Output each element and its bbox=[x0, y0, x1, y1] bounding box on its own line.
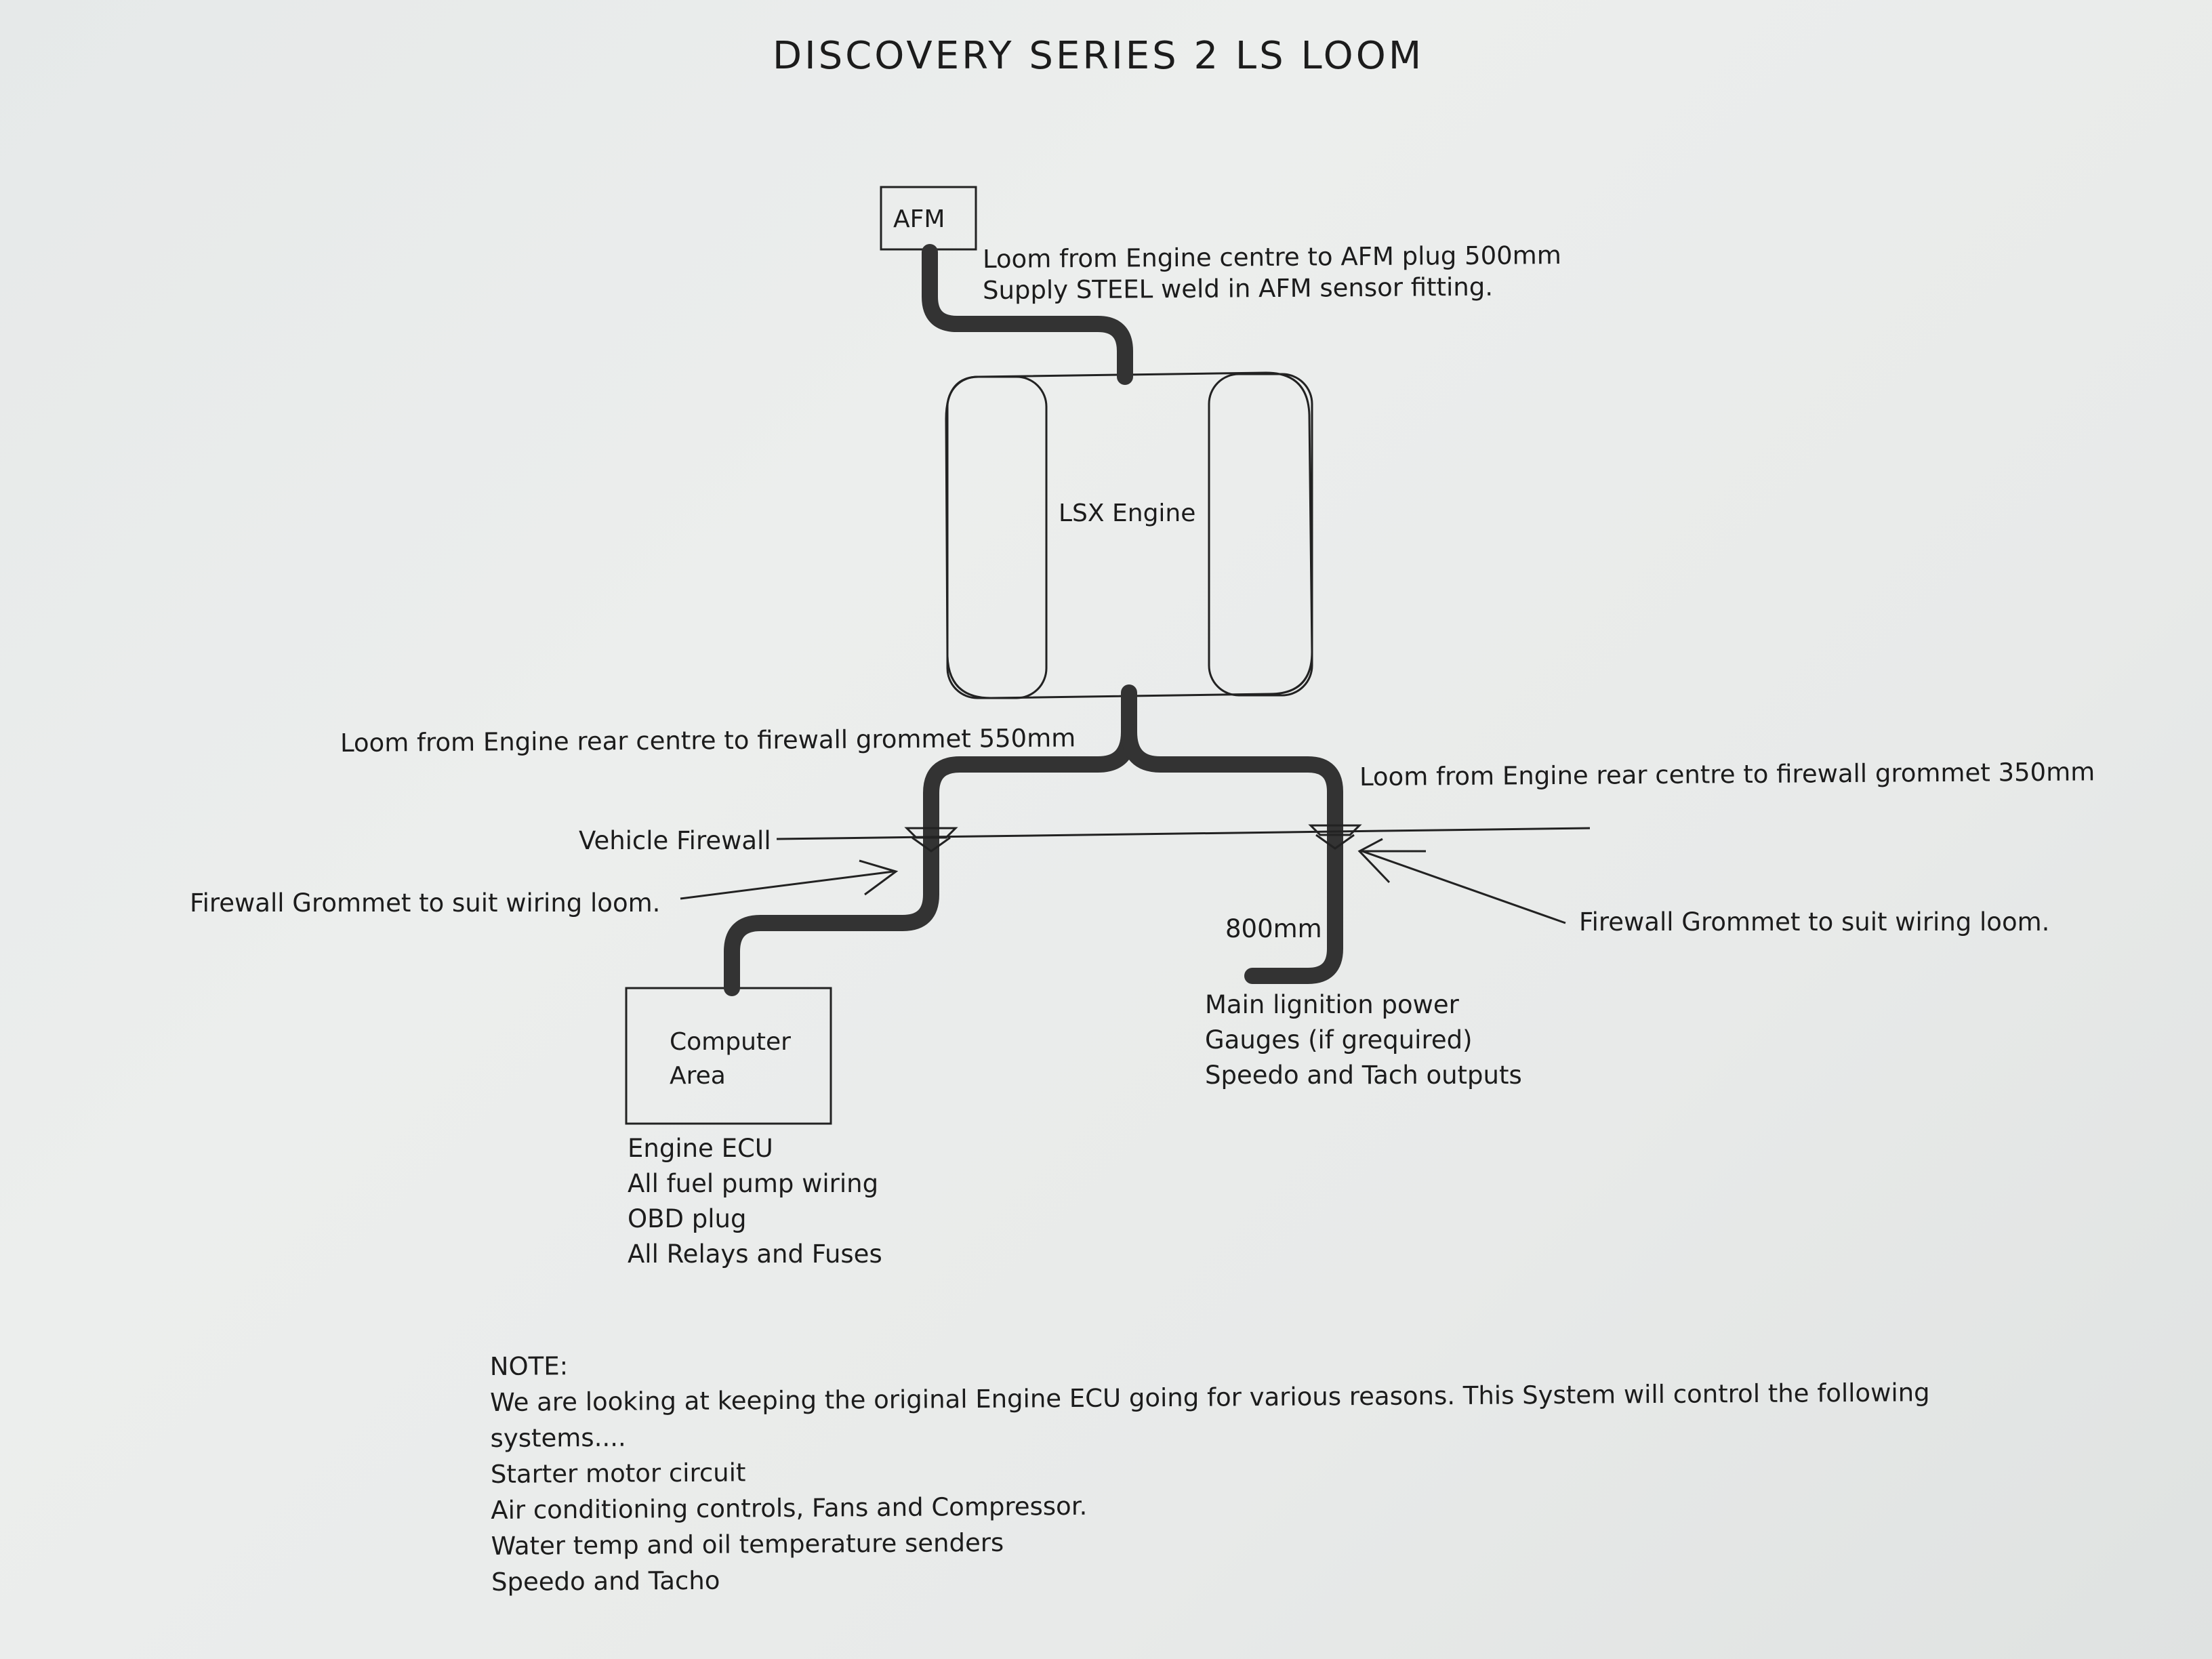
list-item: Main lignition power bbox=[1205, 990, 1459, 1019]
note-line: Starter motor circuit bbox=[490, 1458, 746, 1489]
left-grommet-note: Firewall Grommet to suit wiring loom. bbox=[190, 888, 661, 918]
list-item: Speedo and Tach outputs bbox=[1205, 1061, 1522, 1090]
note-line: Air conditioning controls, Fans and Comp… bbox=[491, 1491, 1088, 1525]
note-line: systems.... bbox=[490, 1422, 626, 1454]
loom-length-800: 800mm bbox=[1225, 914, 1322, 943]
left-loom-note: Loom from Engine rear centre to firewall… bbox=[340, 723, 1076, 758]
list-item: Engine ECU bbox=[628, 1134, 773, 1163]
right-branch-list: Main lignition power Gauges (if grequire… bbox=[1205, 992, 1522, 1098]
computer-items-list: Engine ECU All fuel pump wiring OBD plug… bbox=[628, 1136, 882, 1277]
computer-area-box bbox=[625, 987, 832, 1125]
list-item: Gauges (if grequired) bbox=[1205, 1025, 1473, 1054]
note-line: Water temp and oil temperature senders bbox=[491, 1528, 1004, 1561]
afm-label: AFM bbox=[893, 205, 945, 233]
engine-right-bank bbox=[1208, 373, 1313, 697]
computer-area-label-2: Area bbox=[670, 1062, 726, 1090]
list-item: OBD plug bbox=[628, 1204, 747, 1233]
list-item: All fuel pump wiring bbox=[628, 1169, 879, 1198]
note-block: NOTE: We are looking at keeping the orig… bbox=[490, 1344, 1931, 1605]
computer-area-label-1: Computer bbox=[670, 1028, 791, 1056]
firewall-line bbox=[776, 827, 1591, 840]
engine-left-bank bbox=[946, 375, 1048, 699]
left-grommet bbox=[904, 827, 958, 853]
afm-loom-note-2: Supply STEEL weld in AFM sensor fitting. bbox=[982, 272, 1494, 305]
afm-loom bbox=[922, 244, 1133, 385]
afm-loom-note-1: Loom from Engine centre to AFM plug 500m… bbox=[982, 241, 1561, 274]
note-line: Speedo and Tacho bbox=[491, 1565, 720, 1597]
engine-block bbox=[945, 371, 1313, 699]
rear-loom-left bbox=[724, 684, 1137, 996]
left-arrow-head bbox=[859, 859, 899, 896]
diagram-title: DISCOVERY SERIES 2 LS LOOM bbox=[773, 34, 1425, 78]
firewall-label: Vehicle Firewall bbox=[579, 826, 771, 855]
rear-loom-right bbox=[1121, 724, 1343, 984]
engine-label: LSX Engine bbox=[1059, 499, 1196, 527]
left-grommet-arrow bbox=[680, 870, 894, 900]
note-line: We are looking at keeping the original E… bbox=[490, 1378, 1930, 1418]
right-grommet-arrow bbox=[1361, 850, 1566, 924]
right-grommet bbox=[1308, 824, 1362, 850]
right-loom-note: Loom from Engine rear centre to firewall… bbox=[1359, 757, 2095, 792]
right-grommet-note: Firewall Grommet to suit wiring loom. bbox=[1579, 907, 2050, 937]
right-arrow-head bbox=[1357, 838, 1391, 884]
list-item: All Relays and Fuses bbox=[628, 1240, 882, 1269]
